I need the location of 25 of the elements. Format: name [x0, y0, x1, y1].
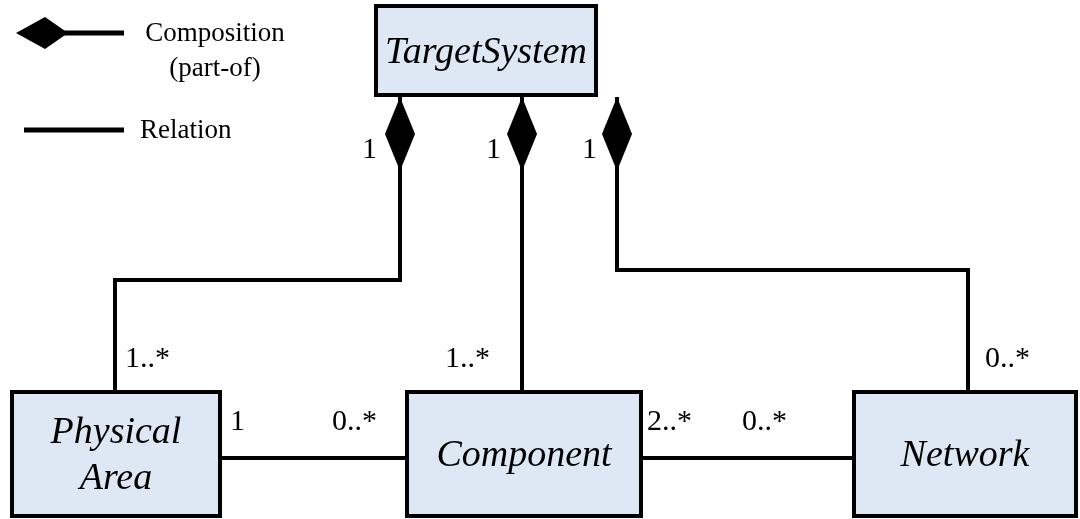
- multiplicity-label: 1..*: [445, 342, 490, 372]
- association-line: [643, 456, 852, 460]
- class-box: [374, 4, 598, 97]
- association-line: [222, 456, 405, 460]
- class-box: [405, 390, 643, 518]
- multiplicity-label: 2..*: [647, 405, 692, 435]
- multiplicity-label: 1: [486, 133, 501, 163]
- legend-text: Relation: [140, 113, 232, 146]
- class-name: Physical Area: [49, 408, 183, 499]
- class-name: TargetSystem: [385, 27, 587, 73]
- class-name: Component: [436, 431, 612, 477]
- class-name: Network: [900, 431, 1030, 477]
- composition-line: [602, 97, 970, 390]
- class-box: [852, 390, 1078, 518]
- composition-line: [507, 97, 537, 390]
- multiplicity-label: 0..*: [742, 405, 787, 435]
- multiplicity-label: 1: [230, 405, 245, 435]
- multiplicity-label: 0..*: [332, 405, 377, 435]
- class-box: [10, 390, 222, 518]
- multiplicity-label: 1: [582, 133, 597, 163]
- legend-text: Composition (part-of): [144, 16, 286, 85]
- composition-line: [113, 97, 415, 390]
- multiplicity-label: 1: [362, 133, 377, 163]
- multiplicity-label: 1..*: [125, 342, 170, 372]
- multiplicity-label: 0..*: [985, 342, 1030, 372]
